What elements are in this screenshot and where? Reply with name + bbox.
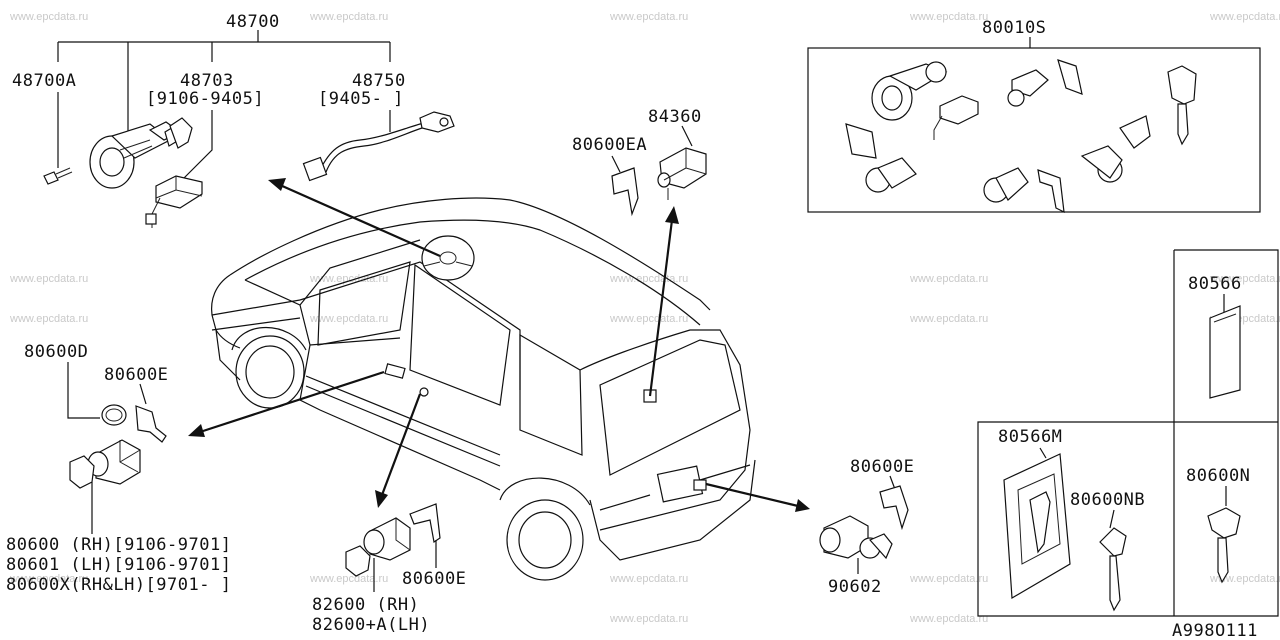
lock-set-parts (845, 59, 1197, 214)
harness-part (302, 111, 455, 182)
key-panel-frame (977, 249, 1279, 617)
label-80600N: 80600N (1186, 466, 1250, 486)
watermark: www.epcdata.ru (1209, 11, 1280, 23)
rear-lock-parts (819, 485, 909, 560)
watermark: www.epcdata.ru (909, 11, 988, 23)
callout-80600D (67, 362, 100, 419)
slide-door-lock-part (345, 517, 411, 577)
door-lock-parts-left (69, 404, 167, 489)
callout-48700 (57, 30, 391, 140)
label-48700A: 48700A (12, 71, 76, 91)
watermark: www.epcdata.ru (909, 273, 988, 285)
screw-part (43, 167, 73, 185)
watermark: www.epcdata.ru (309, 11, 388, 23)
ignition-switch-part (145, 175, 203, 228)
label-80600NB: 80600NB (1070, 490, 1145, 510)
key-part (1207, 507, 1241, 584)
watermark: www.epcdata.ru (9, 273, 88, 285)
retainer-clip-part (611, 167, 639, 217)
watermark: www.epcdata.ru (309, 573, 388, 585)
watermark: www.epcdata.ru (909, 613, 988, 625)
master-key-card-part (1003, 453, 1071, 600)
label-80600D: 80600D (24, 342, 88, 362)
label-84360: 84360 (648, 107, 702, 127)
lock-set-box (807, 47, 1261, 213)
label-80566M: 80566M (998, 427, 1062, 447)
pointer-arrows (188, 178, 810, 512)
callout-80566M (1039, 447, 1047, 459)
label-80600-rh: 80600 (RH)[9106-9701] (6, 535, 231, 555)
retainer-clip-part-mid (409, 503, 441, 544)
watermark: www.epcdata.ru (909, 573, 988, 585)
watermark: www.epcdata.ru (9, 11, 88, 23)
label-90602: 90602 (828, 577, 882, 597)
watermark: www.epcdata.ru (309, 273, 388, 285)
watermark: www.epcdata.ru (609, 11, 688, 23)
watermark: www.epcdata.ru (1209, 573, 1280, 585)
vehicle-illustration (210, 197, 756, 581)
key-tag-part (1209, 305, 1241, 399)
callout-84360 (681, 125, 693, 147)
label-82600A-lh: 82600+A(LH) (312, 615, 430, 635)
label-48700: 48700 (226, 12, 280, 32)
label-80600E-left: 80600E (104, 365, 168, 385)
callout-80600EA (611, 155, 621, 173)
label-80600E-right: 80600E (850, 457, 914, 477)
label-80600X: 80600X(RH&LH)[9701- ] (6, 575, 231, 595)
callout-80600NB (1109, 509, 1115, 529)
label-48750: 48750 (352, 71, 406, 91)
label-82600-rh: 82600 (RH) (312, 595, 419, 615)
ignition-lock-part (89, 117, 193, 189)
watermark: www.epcdata.ru (609, 613, 688, 625)
watermark: www.epcdata.ru (309, 313, 388, 325)
label-48750-range: [9405- ] (318, 89, 404, 109)
callout-48703 (179, 110, 213, 183)
diagram-id: A998O111 (1172, 621, 1258, 640)
back-door-lock-part (657, 147, 707, 200)
label-80566: 80566 (1188, 274, 1242, 294)
watermark: www.epcdata.ru (9, 313, 88, 325)
blank-key-part (1099, 527, 1127, 612)
label-80010S: 80010S (982, 18, 1046, 38)
label-80600E-mid: 80600E (402, 569, 466, 589)
watermark: www.epcdata.ru (909, 313, 988, 325)
label-48703: 48703 (180, 71, 234, 91)
label-80600EA: 80600EA (572, 135, 647, 155)
watermark: www.epcdata.ru (1209, 273, 1280, 285)
watermark: www.epcdata.ru (609, 573, 688, 585)
watermark: www.epcdata.ru (609, 313, 688, 325)
watermark: www.epcdata.ru (9, 573, 88, 585)
label-80601-lh: 80601 (LH)[9106-9701] (6, 555, 231, 575)
watermark: www.epcdata.ru (609, 273, 688, 285)
callout-80600E-left (139, 383, 147, 405)
label-48703-range: [9106-9405] (146, 89, 264, 109)
